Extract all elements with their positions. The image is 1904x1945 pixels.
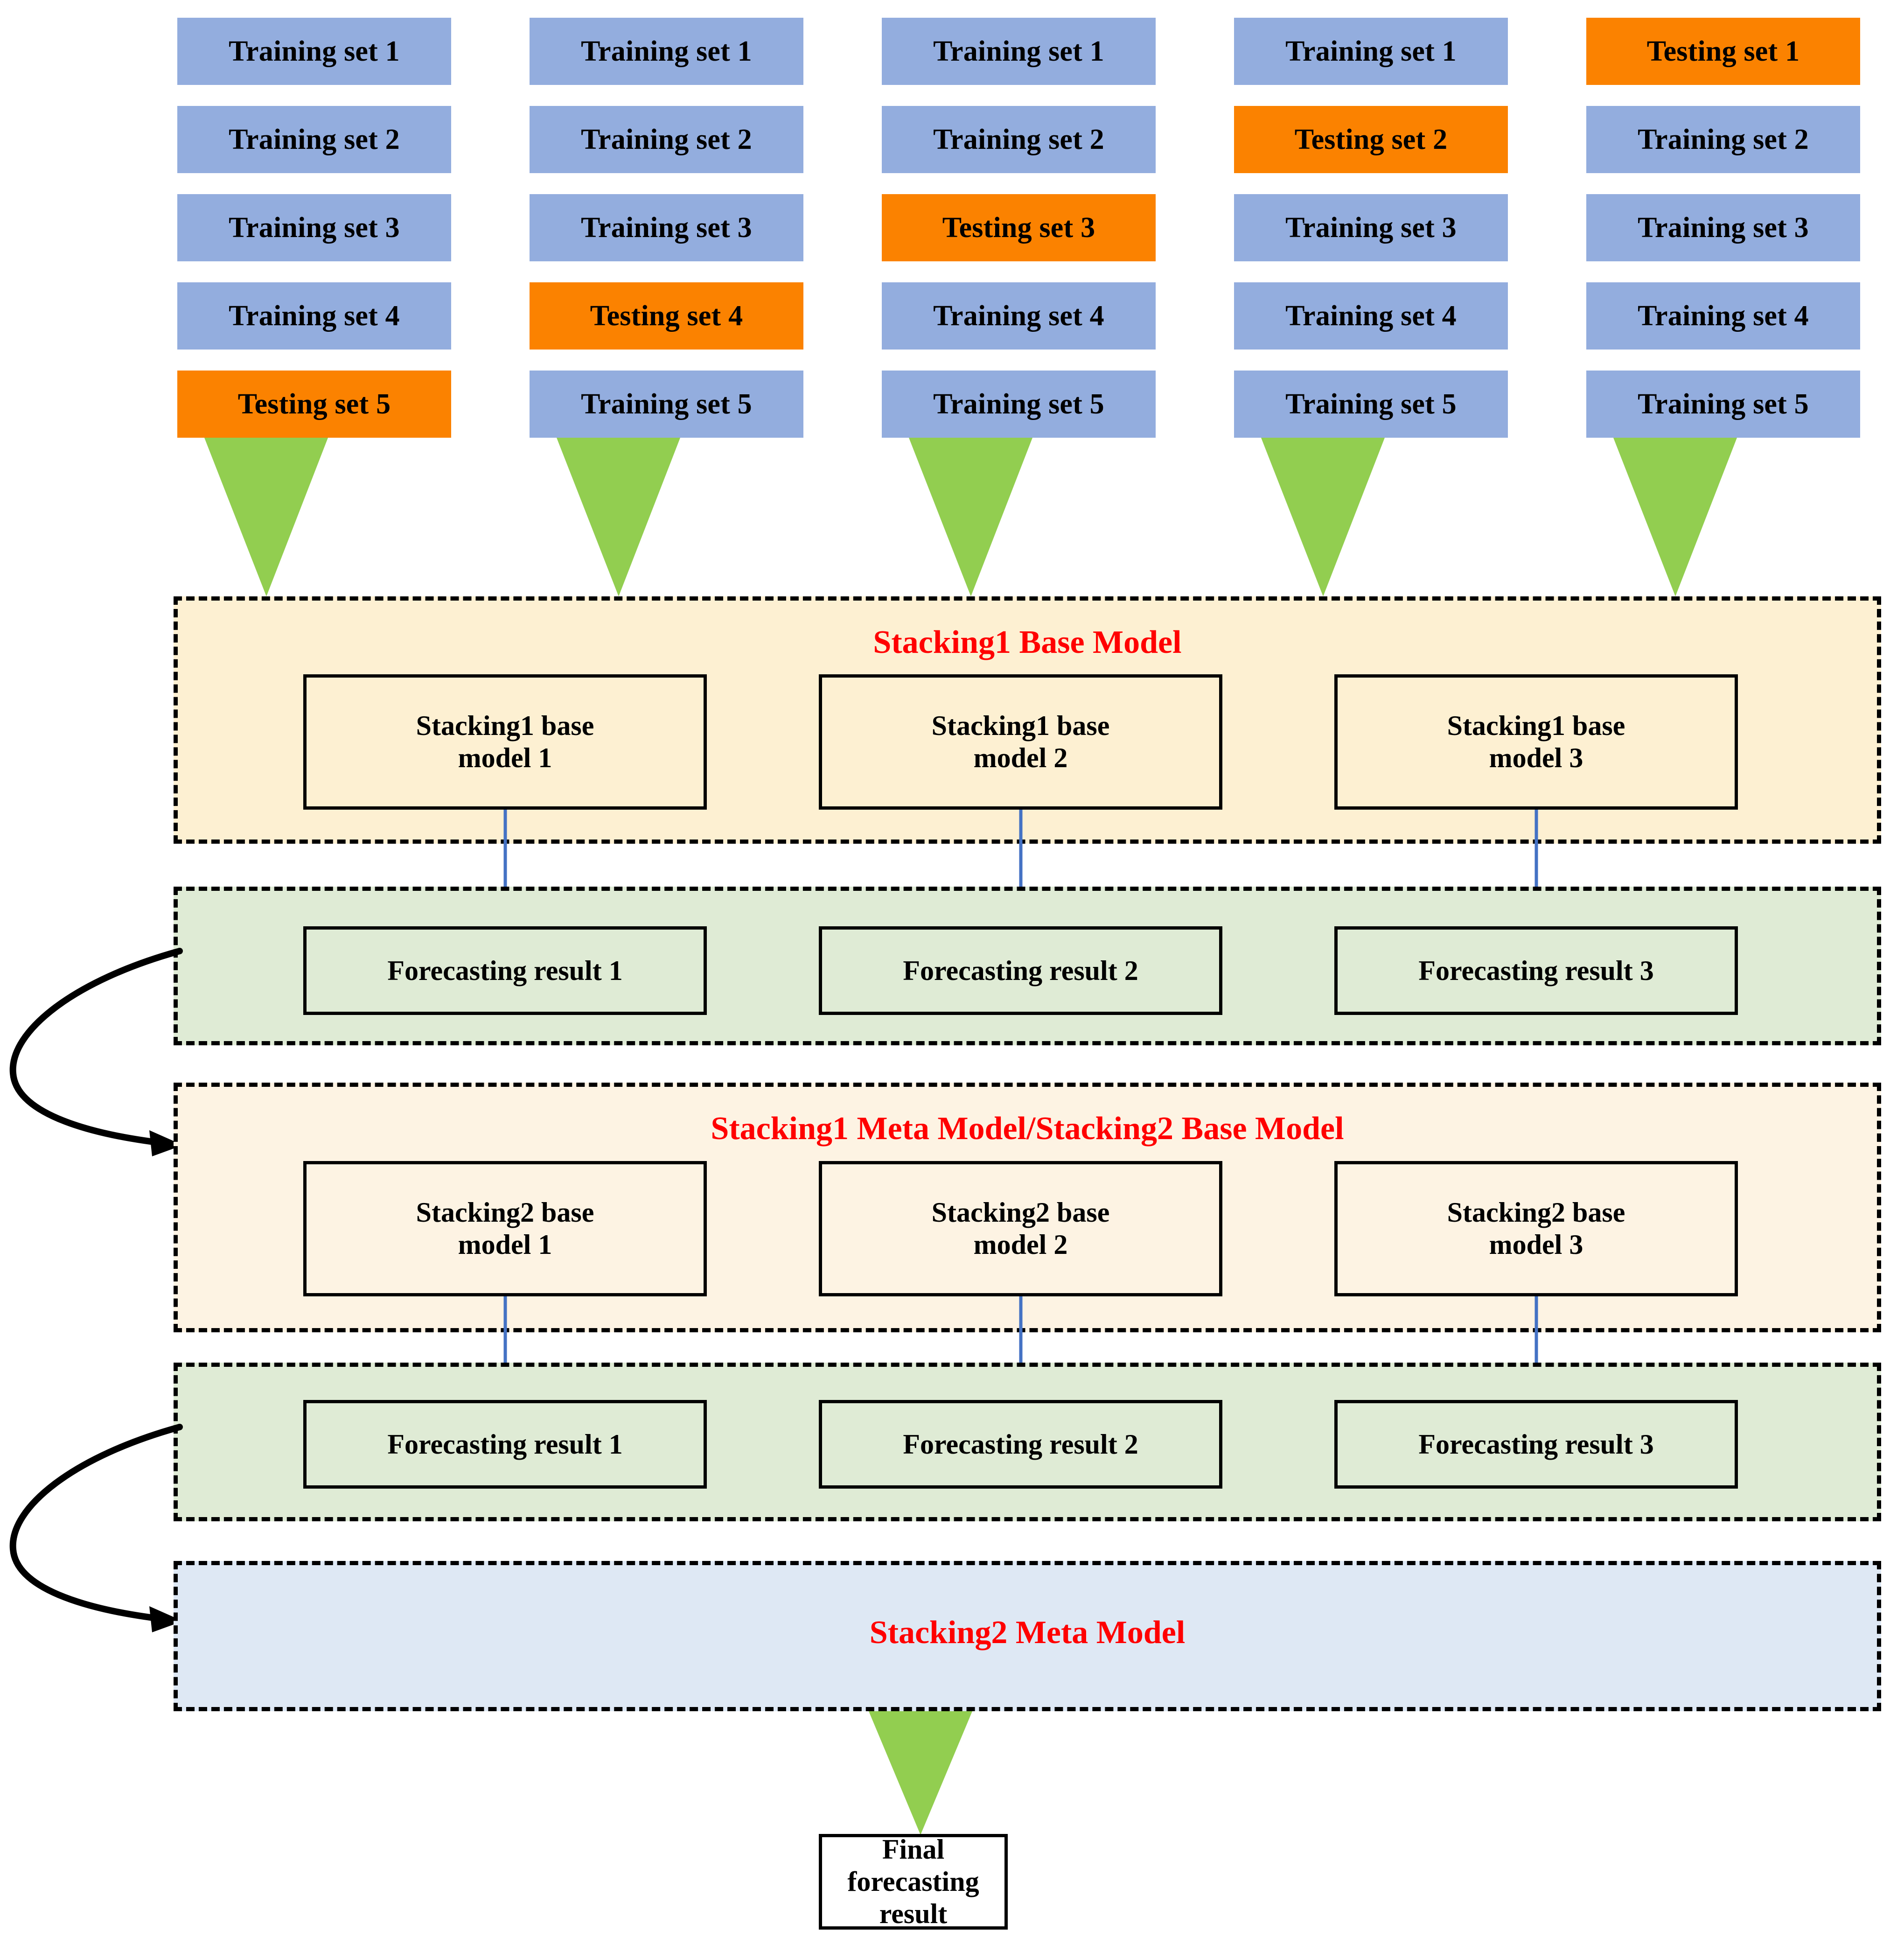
funnel-arrow-down-icon <box>1613 438 1737 596</box>
dataset-chip[interactable]: Testing set 3 <box>882 194 1156 261</box>
dataset-chip[interactable]: Training set 2 <box>530 106 803 173</box>
curved-feedback-arrow-2 <box>0 1391 196 1652</box>
dataset-chip[interactable]: Training set 5 <box>882 371 1156 438</box>
curved-feedback-arrow-1 <box>0 915 196 1176</box>
dataset-chip[interactable]: Training set 5 <box>1586 371 1860 438</box>
dataset-chip[interactable]: Training set 3 <box>177 194 451 261</box>
forecasting-result-2-stage1[interactable]: Forecasting result 2 <box>819 926 1222 1015</box>
dataset-chip[interactable]: Testing set 5 <box>177 371 451 438</box>
dataset-chip[interactable]: Training set 2 <box>882 106 1156 173</box>
forecasting-result-2-stage2[interactable]: Forecasting result 2 <box>819 1400 1222 1489</box>
dataset-chip[interactable]: Training set 4 <box>882 282 1156 350</box>
node-label: Stacking2 base model 3 <box>1447 1197 1625 1260</box>
node-label: Stacking1 base model 3 <box>1447 710 1625 773</box>
dataset-chip[interactable]: Training set 3 <box>1234 194 1508 261</box>
node-label: Stacking2 base model 2 <box>931 1197 1110 1260</box>
final-forecasting-result[interactable]: Final forecasting result <box>819 1834 1008 1930</box>
funnel-arrow-down-icon <box>909 438 1032 596</box>
dataset-chip[interactable]: Training set 3 <box>1586 194 1860 261</box>
dataset-chip[interactable]: Training set 5 <box>530 371 803 438</box>
stacking1-base-model-3[interactable]: Stacking1 base model 3 <box>1334 674 1738 810</box>
dataset-chip[interactable]: Training set 1 <box>1234 18 1508 85</box>
dataset-chip[interactable]: Training set 4 <box>177 282 451 350</box>
panel-title: Stacking1 Meta Model/Stacking2 Base Mode… <box>711 1111 1344 1147</box>
node-label: Stacking2 base model 1 <box>416 1197 594 1260</box>
dataset-chip[interactable]: Training set 5 <box>1234 371 1508 438</box>
panel-title: Stacking2 Meta Model <box>869 1615 1186 1651</box>
forecasting-result-1-stage1[interactable]: Forecasting result 1 <box>303 926 707 1015</box>
forecasting-result-1-stage2[interactable]: Forecasting result 1 <box>303 1400 707 1489</box>
dataset-chip[interactable]: Training set 4 <box>1234 282 1508 350</box>
funnel-arrow-down-icon <box>557 438 680 596</box>
node-label: Final forecasting result <box>847 1834 979 1929</box>
forecasting-result-3-stage2[interactable]: Forecasting result 3 <box>1334 1400 1738 1489</box>
dataset-chip[interactable]: Testing set 1 <box>1586 18 1860 85</box>
stacking2-base-model-2[interactable]: Stacking2 base model 2 <box>819 1161 1222 1296</box>
dataset-chip[interactable]: Training set 2 <box>1586 106 1860 173</box>
node-label: Stacking1 base model 1 <box>416 710 594 773</box>
dataset-chip[interactable]: Testing set 2 <box>1234 106 1508 173</box>
funnel-arrow-down-icon <box>869 1711 972 1835</box>
dataset-chip[interactable]: Testing set 4 <box>530 282 803 350</box>
dataset-chip[interactable]: Training set 2 <box>177 106 451 173</box>
panel-title: Stacking1 Base Model <box>873 624 1182 660</box>
dataset-chip[interactable]: Training set 3 <box>530 194 803 261</box>
stacking2-base-model-1[interactable]: Stacking2 base model 1 <box>303 1161 707 1296</box>
panel-stacking2-meta-model: Stacking2 Meta Model <box>174 1561 1881 1711</box>
dataset-chip[interactable]: Training set 1 <box>530 18 803 85</box>
dataset-chip[interactable]: Training set 1 <box>882 18 1156 85</box>
forecasting-result-3-stage1[interactable]: Forecasting result 3 <box>1334 926 1738 1015</box>
stacking1-base-model-2[interactable]: Stacking1 base model 2 <box>819 674 1222 810</box>
funnel-arrow-down-icon <box>204 438 328 596</box>
dataset-chip[interactable]: Training set 4 <box>1586 282 1860 350</box>
node-label: Stacking1 base model 2 <box>931 710 1110 773</box>
funnel-arrow-down-icon <box>1261 438 1385 596</box>
dataset-chip[interactable]: Training set 1 <box>177 18 451 85</box>
stacking1-base-model-1[interactable]: Stacking1 base model 1 <box>303 674 707 810</box>
stacking2-base-model-3[interactable]: Stacking2 base model 3 <box>1334 1161 1738 1296</box>
